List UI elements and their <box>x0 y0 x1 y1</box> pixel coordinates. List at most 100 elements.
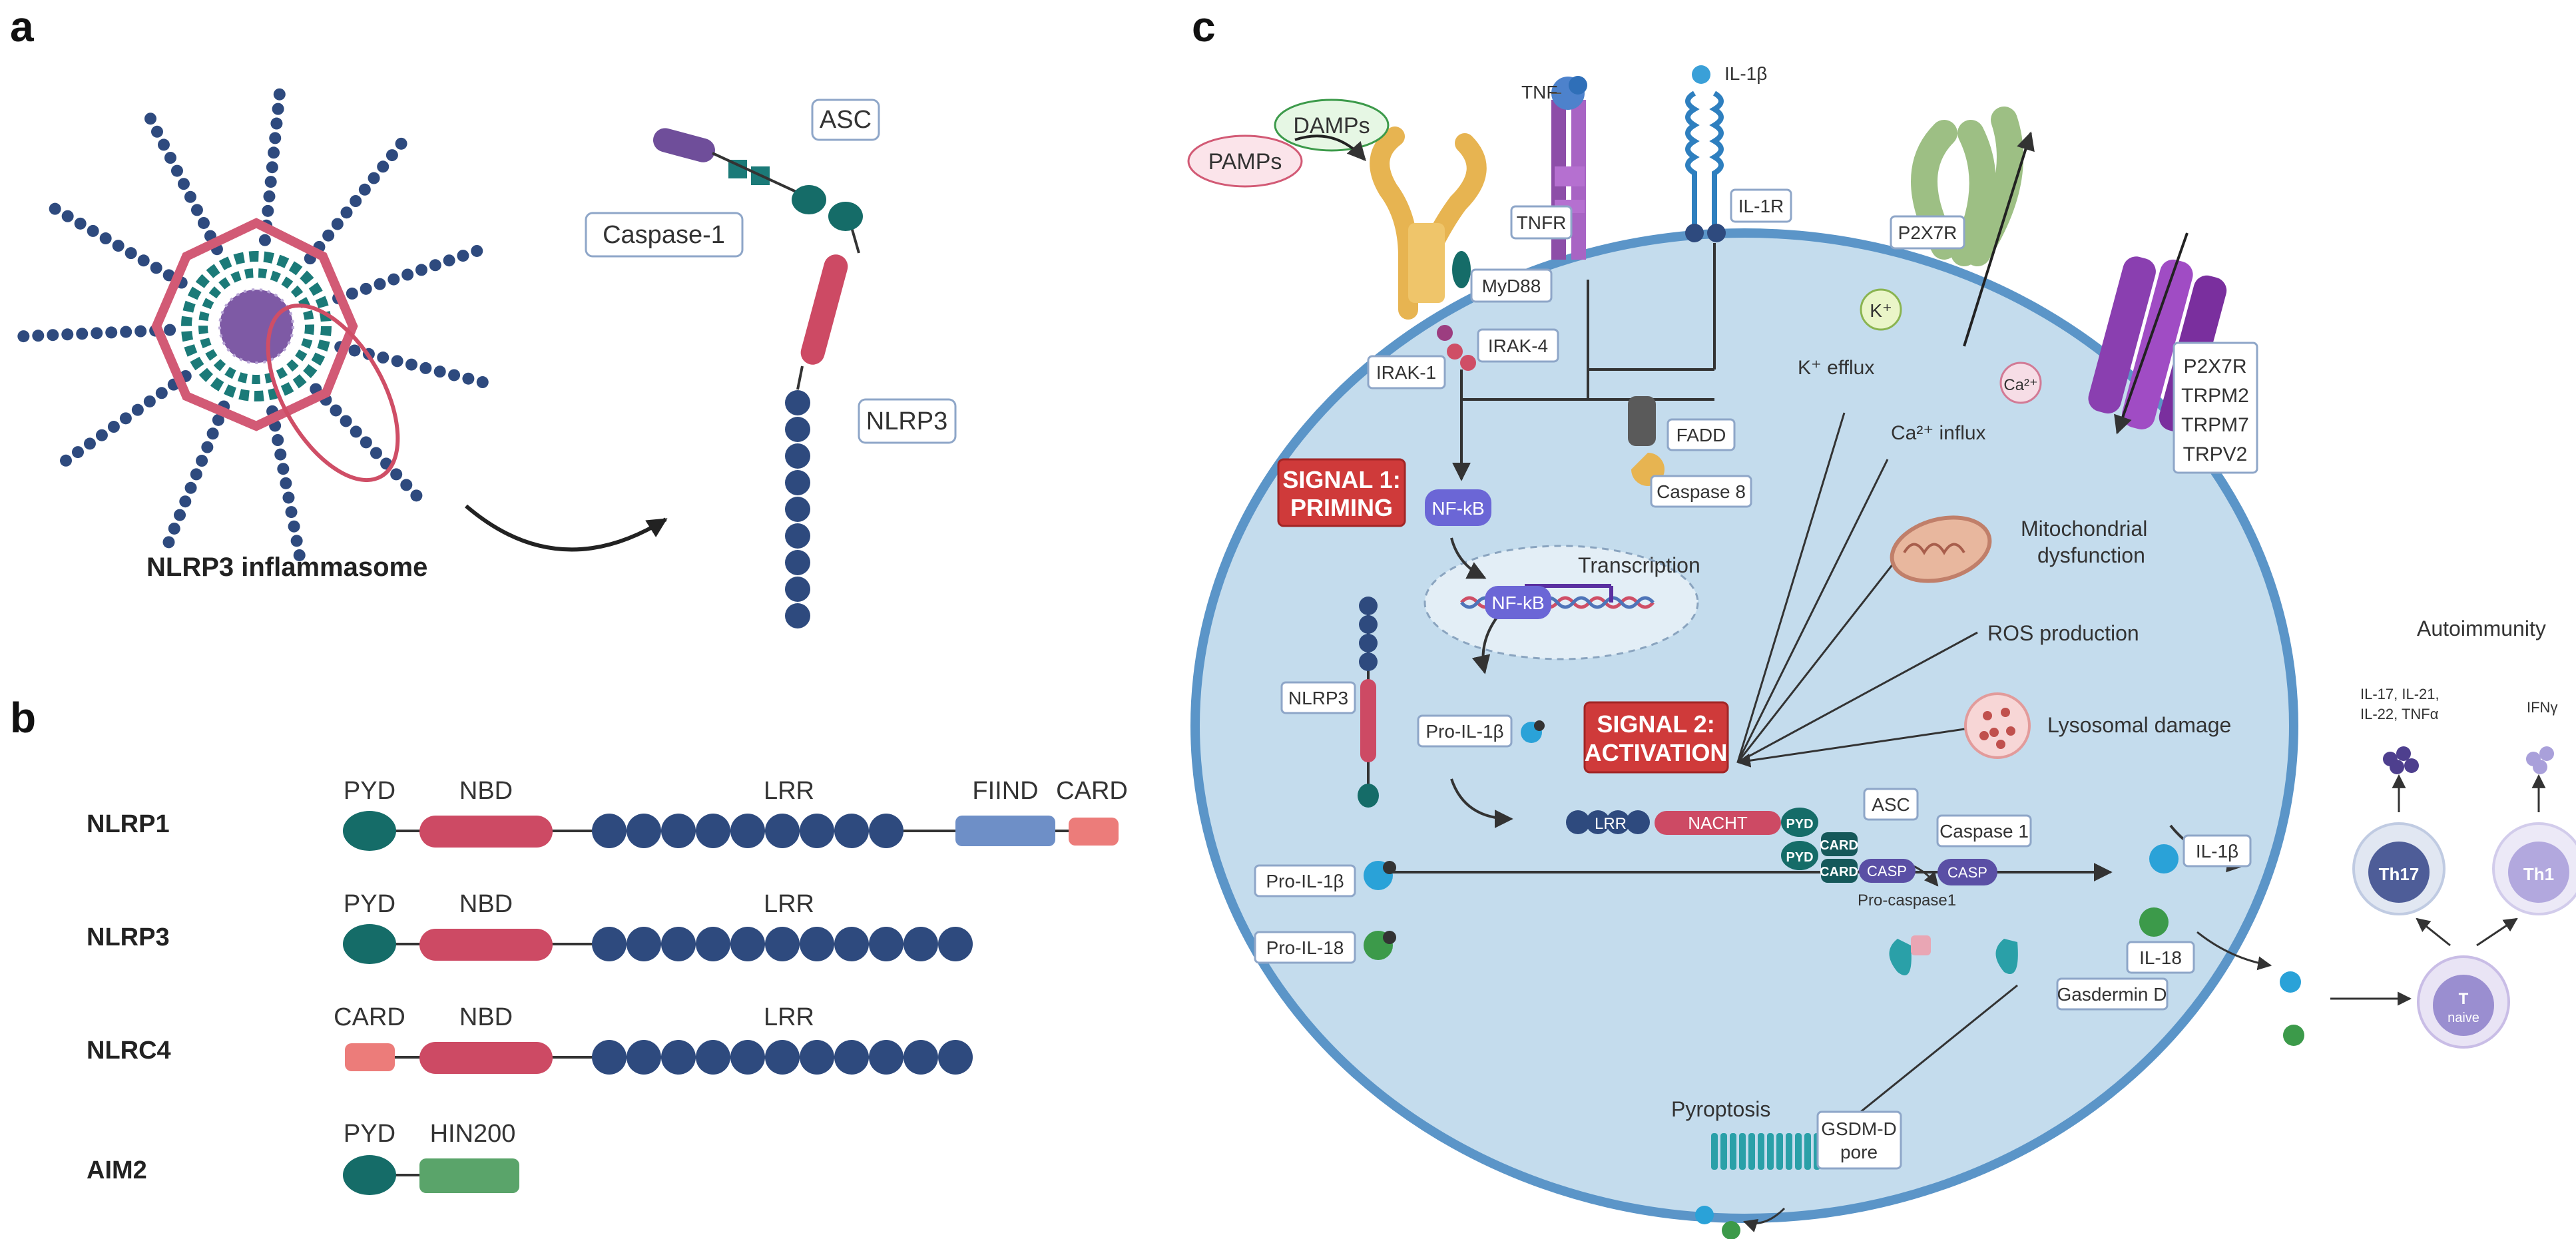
autoimmunity-label: Autoimmunity <box>2417 617 2546 640</box>
row-name-nlrp1: NLRP1 <box>87 810 170 838</box>
irak4-label: IRAK-4 <box>1488 336 1548 356</box>
signal1-line2: PRIMING <box>1290 494 1393 521</box>
fadd-shape <box>1628 396 1656 446</box>
nlrp3-nbd-label: NBD <box>459 890 513 918</box>
activation-lines <box>1736 412 2546 1140</box>
myd88-label: MyD88 <box>1482 276 1541 296</box>
nlrp1-card-label: CARD <box>1056 777 1128 805</box>
signal1-line1: SIGNAL 1: <box>1282 466 1400 493</box>
asc-label: ASC <box>1872 794 1910 815</box>
callout-nlrp3-box <box>858 398 957 444</box>
mito-line1: Mitochondrial <box>2021 517 2147 541</box>
nlrp1-pyd-label: PYD <box>344 777 395 805</box>
lysosome <box>1964 692 2031 759</box>
tnaive-line2: naive <box>2447 1011 2479 1025</box>
tnfr-label: TNFR <box>1517 212 1567 233</box>
k-ion-label: K⁺ <box>1870 300 1892 321</box>
nlrp3-pyd-label: PYD <box>344 890 395 918</box>
mito-line2: dysfunction <box>2037 543 2145 567</box>
channel-name: P2X7R <box>2183 356 2246 377</box>
panel-label-a: a <box>10 3 34 51</box>
pamps-label: PAMPs <box>1208 149 1282 174</box>
il1b-particle <box>2149 844 2179 873</box>
k-ion <box>1860 288 1902 331</box>
nfkb2-label: NF-kB <box>1491 593 1544 613</box>
nlrp1-nbd-label: NBD <box>459 777 513 805</box>
assembled-complex <box>1566 808 1997 885</box>
t-cells <box>2352 746 2576 1049</box>
il1b-out-label: IL-1β <box>2196 841 2238 862</box>
cell-nlrp3-label: NLRP3 <box>1288 688 1348 708</box>
lyso-label: Lysosomal damage <box>2047 713 2231 737</box>
pyd-label-1: PYD <box>1786 817 1813 832</box>
nlrc4-lrr-label: LRR <box>764 1003 814 1031</box>
damps-label: DAMPs <box>1293 113 1370 138</box>
ca-ion-label: Ca²⁺ <box>2003 376 2037 394</box>
callout-asc-box <box>811 99 880 141</box>
nfkb-label: NF-kB <box>1431 498 1484 519</box>
fadd-label: FADD <box>1676 425 1726 445</box>
ca-influx-label: Ca²⁺ influx <box>1891 422 1986 444</box>
il18-particle <box>2139 907 2169 937</box>
nlrp1-lrr-label: LRR <box>764 777 814 805</box>
panel-label-b: b <box>10 694 36 742</box>
il1r-label: IL-1R <box>1738 196 1784 216</box>
k-efflux-label: K⁺ efflux <box>1798 357 1874 379</box>
panel-label-c: c <box>1192 3 1216 51</box>
signal2-box <box>1583 701 1729 774</box>
il18-out-label: IL-18 <box>2139 947 2182 968</box>
row-name-aim2: AIM2 <box>87 1156 147 1184</box>
cyto-th1-label: IFNγ <box>2527 699 2557 716</box>
nlrp3-lrr-label: LRR <box>764 890 814 918</box>
casp-label-1: CASP <box>1867 863 1907 879</box>
irak1-label: IRAK-1 <box>1376 362 1436 383</box>
cell-nlrp3 <box>1358 597 1379 808</box>
nacht-label: NACHT <box>1688 813 1748 833</box>
aim2-hin200-label: HIN200 <box>430 1120 516 1148</box>
caspase8-label: Caspase 8 <box>1657 481 1746 502</box>
signal1-box <box>1277 458 1406 527</box>
procaspase1-label: Pro-caspase1 <box>1858 891 1956 909</box>
row-name-nlrp3: NLRP3 <box>87 923 170 951</box>
pro-il1b-label: Pro-IL-1β <box>1266 871 1344 891</box>
gsdmd-line1: GSDM-D <box>1821 1118 1897 1139</box>
callout-caspase1-box <box>585 212 744 258</box>
casp-label-2: CASP <box>1947 864 1987 881</box>
pyd-label-2: PYD <box>1786 850 1813 865</box>
assembly-arrow <box>465 504 668 552</box>
nlrc4-card-label: CARD <box>334 1003 405 1031</box>
caspase1-label: Caspase 1 <box>1939 821 2029 842</box>
th1-label: Th1 <box>2523 864 2554 884</box>
gasdermin-label: Gasdermin D <box>2057 984 2167 1005</box>
channel-name: TRPM2 <box>2181 385 2249 407</box>
inflammasome-illustration <box>17 88 489 561</box>
nfkb2-pill <box>1485 586 1551 619</box>
gsdmd-line2: pore <box>1840 1142 1878 1162</box>
p2x7r-top-label: P2X7R <box>1898 222 1957 243</box>
card-label-2: CARD <box>1820 865 1858 879</box>
channel-name: TRPM7 <box>2181 414 2249 436</box>
inflammasome-label: NLRP3 inflammasome <box>146 553 427 582</box>
channel-name: TRPV2 <box>2183 443 2248 465</box>
nlrp3-strand <box>652 128 863 628</box>
pyroptosis-label: Pyroptosis <box>1671 1097 1770 1121</box>
th17-label: Th17 <box>2379 864 2420 884</box>
domain-diagrams: NLRP1 PYD NBD LRR FIIND CARD NLRP3 PYD N… <box>87 777 1128 1195</box>
gasdermin-shapes <box>1889 935 2018 975</box>
aim2-pyd-label: PYD <box>344 1120 395 1148</box>
cyto-th17-line2: IL-22, TNFα <box>2360 706 2439 722</box>
pamps-pill <box>1187 134 1303 188</box>
nlrc4-nbd-label: NBD <box>459 1003 513 1031</box>
transcription-label: Transcription <box>1578 553 1700 577</box>
ca-ion <box>1999 362 2042 404</box>
tnaive-line1: T <box>2459 990 2469 1008</box>
ros-label: ROS production <box>1987 621 2139 645</box>
channel-list-box <box>2173 342 2258 474</box>
row-name-nlrc4: NLRC4 <box>87 1037 171 1065</box>
callout-caspase1: Caspase-1 <box>603 221 725 249</box>
signal2-line2: ACTIVATION <box>1585 739 1728 766</box>
signal2-line1: SIGNAL 2: <box>1597 710 1714 738</box>
nlrp1-fiind-label: FIIND <box>972 777 1038 805</box>
tnf-label: TNF <box>1521 82 1557 103</box>
